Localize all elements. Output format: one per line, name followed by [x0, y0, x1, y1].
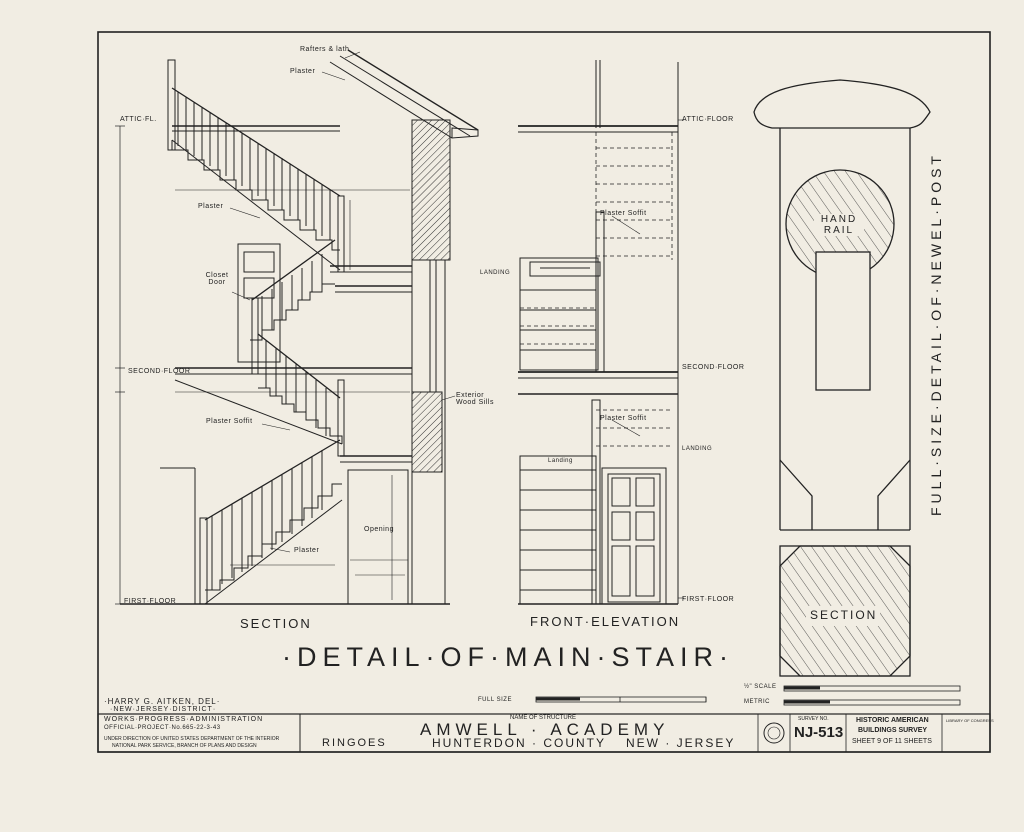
label-attic-fl: ATTIC·FL.: [120, 116, 157, 123]
label-plaster-soffit-lower: Plaster Soffit: [600, 415, 647, 422]
label-rafters-lath: Rafters & lath: [300, 46, 350, 53]
label-landing-right: LANDING: [682, 446, 713, 452]
label-plaster-soffit-upper: Plaster Soffit: [600, 210, 647, 217]
habs-label-line1: HISTORIC AMERICAN: [856, 717, 929, 724]
title-block-frame: [97, 713, 991, 753]
location-state: NEW · JERSEY: [626, 736, 736, 750]
location-town: RINGOES: [322, 737, 387, 749]
newel-post-title: FULL·SIZE·DETAIL·OF·NEWEL·POST: [928, 152, 944, 516]
label-closet-door: Closet Door: [205, 272, 229, 286]
delineator-name: ·HARRY G. AITKEN, DEL·: [104, 697, 221, 706]
habs-seal-icon: [763, 722, 785, 744]
label-landing-upper: LANDING: [480, 270, 511, 276]
structure-name: AMWELL · ACADEMY: [420, 720, 670, 739]
front-elevation-drawing: [518, 60, 684, 605]
label-second-floor-elevation: SECOND·FLOOR: [682, 364, 745, 371]
sheet-number: SHEET 9 OF 11 SHEETS: [852, 738, 932, 745]
label-plaster-bottom: Plaster: [294, 547, 320, 554]
newel-section-title: SECTION: [810, 608, 878, 622]
project-number: OFFICIAL·PROJECT·No.665-22-3-43: [104, 725, 221, 731]
location-county: HUNTERDON · COUNTY: [432, 736, 606, 750]
label-first-floor-elevation: FIRST·FLOOR: [682, 596, 735, 603]
label-plaster-soffit: Plaster Soffit: [206, 418, 253, 425]
habs-label-line2: BUILDINGS SURVEY: [858, 727, 928, 734]
park-service-text: NATIONAL PARK SERVICE, BRANCH OF PLANS A…: [112, 743, 257, 749]
label-landing-lower: Landing: [548, 458, 573, 464]
scale-full-size-label: FULL SIZE: [478, 697, 512, 703]
label-second-floor: SECOND·FLOOR: [128, 368, 191, 375]
label-plaster-left: Plaster: [198, 203, 224, 210]
label-first-floor: FIRST·FLOOR: [124, 598, 177, 605]
wpa-label: WORKS·PROGRESS·ADMINISTRATION: [104, 716, 264, 723]
library-of-congress-label: LIBRARY OF CONGRESS: [946, 718, 994, 723]
scale-bars: [535, 685, 961, 706]
label-plaster-top: Plaster: [290, 68, 316, 75]
label-hand-rail: HAND RAIL: [814, 214, 864, 236]
structure-name-label: NAME OF STRUCTURE: [510, 715, 576, 721]
label-attic-floor: ATTIC·FLOOR: [682, 116, 734, 123]
front-elevation-title: FRONT·ELEVATION: [530, 614, 681, 629]
stair-section-drawing: [115, 49, 479, 605]
scale-metric-label: METRIC: [744, 699, 770, 705]
newel-post-drawing: [753, 79, 931, 677]
district-name: ·NEW·JERSEY·DISTRICT·: [110, 706, 217, 713]
survey-number-label: SURVEY NO.: [798, 716, 829, 722]
survey-number: NJ-513: [794, 724, 844, 741]
direction-text: UNDER DIRECTION OF UNITED STATES DEPARTM…: [104, 736, 280, 742]
section-view-title: SECTION: [240, 616, 312, 631]
label-exterior-wood-sills: Exterior Wood Sills: [456, 392, 494, 406]
main-drawing-title: ·DETAIL·OF·MAIN·STAIR·: [282, 642, 734, 672]
label-opening: Opening: [364, 526, 394, 533]
scale-half-inch-label: ½" SCALE: [744, 684, 777, 690]
